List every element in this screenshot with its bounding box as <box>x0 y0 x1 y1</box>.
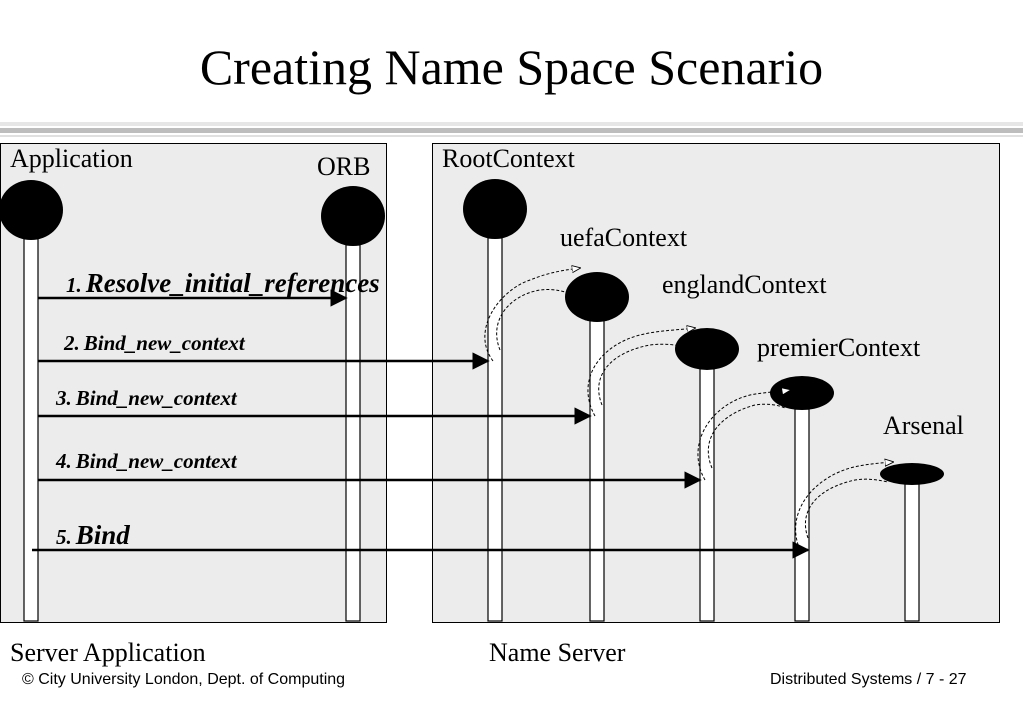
title-divider <box>0 122 1023 126</box>
england-context-label: englandContext <box>662 270 827 299</box>
message-2-number: 2. <box>64 331 80 355</box>
message-5-label: 5. Bind <box>56 520 130 551</box>
uefa-context-label: uefaContext <box>560 223 688 252</box>
message-3-label: 3. Bind_new_context <box>56 386 237 411</box>
orb-object <box>321 186 385 246</box>
england-context-object <box>565 272 629 322</box>
create-arsenal-arrow-inner <box>804 478 889 539</box>
message-5-number: 5. <box>56 525 72 549</box>
create-child-arrow <box>697 390 790 481</box>
arsenal-object <box>880 463 944 485</box>
server-application-label: Server Application <box>10 638 206 667</box>
root-context-object <box>463 179 527 239</box>
name-server-label: Name Server <box>489 638 626 667</box>
create-premier-arrow <box>587 328 695 417</box>
message-1-label: 1. Resolve_initial_references <box>66 268 380 299</box>
create-england-arrow-inner <box>496 289 576 351</box>
england-context-lifeline <box>589 319 605 622</box>
message-4-text: Bind_new_context <box>75 449 237 473</box>
message-4-number: 4. <box>56 449 72 473</box>
title-divider-dark <box>0 128 1023 133</box>
root-context-lifeline <box>487 237 503 622</box>
root-context-label: RootContext <box>442 144 575 173</box>
premier-context-object <box>675 328 739 370</box>
slide-title: Creating Name Space Scenario <box>199 39 824 95</box>
arsenal-lifeline <box>904 482 920 622</box>
create-premier-arrow-inner <box>598 343 689 406</box>
message-3-number: 3. <box>56 386 72 410</box>
message-1-text: Resolve_initial_references <box>85 268 380 298</box>
title-divider-light <box>0 135 1023 137</box>
premier-child-lifeline <box>794 407 810 622</box>
create-arsenal-arrow <box>795 462 893 551</box>
premier-context-label: premierContext <box>757 333 921 362</box>
footer-copyright: © City University London, Dept. of Compu… <box>22 671 346 688</box>
footer-course: Distributed Systems / 7 - 27 <box>770 671 967 688</box>
application-object <box>0 180 63 240</box>
create-child-arrow-inner <box>707 403 786 469</box>
message-2-label: 2. Bind_new_context <box>64 331 245 356</box>
orb-lifeline <box>345 244 361 622</box>
message-5-text: Bind <box>75 520 130 550</box>
creation-arrows <box>484 268 893 551</box>
application-lifeline <box>23 237 39 622</box>
message-3-text: Bind_new_context <box>75 386 237 410</box>
message-2-text: Bind_new_context <box>83 331 245 355</box>
orb-label: ORB <box>317 152 371 181</box>
message-1-number: 1. <box>66 273 82 297</box>
application-label: Application <box>10 144 133 173</box>
create-england-arrow <box>484 268 580 362</box>
premier-child-object <box>770 376 834 410</box>
premier-context-lifeline <box>699 367 715 622</box>
message-4-label: 4. Bind_new_context <box>56 449 237 474</box>
arsenal-label: Arsenal <box>883 411 964 440</box>
